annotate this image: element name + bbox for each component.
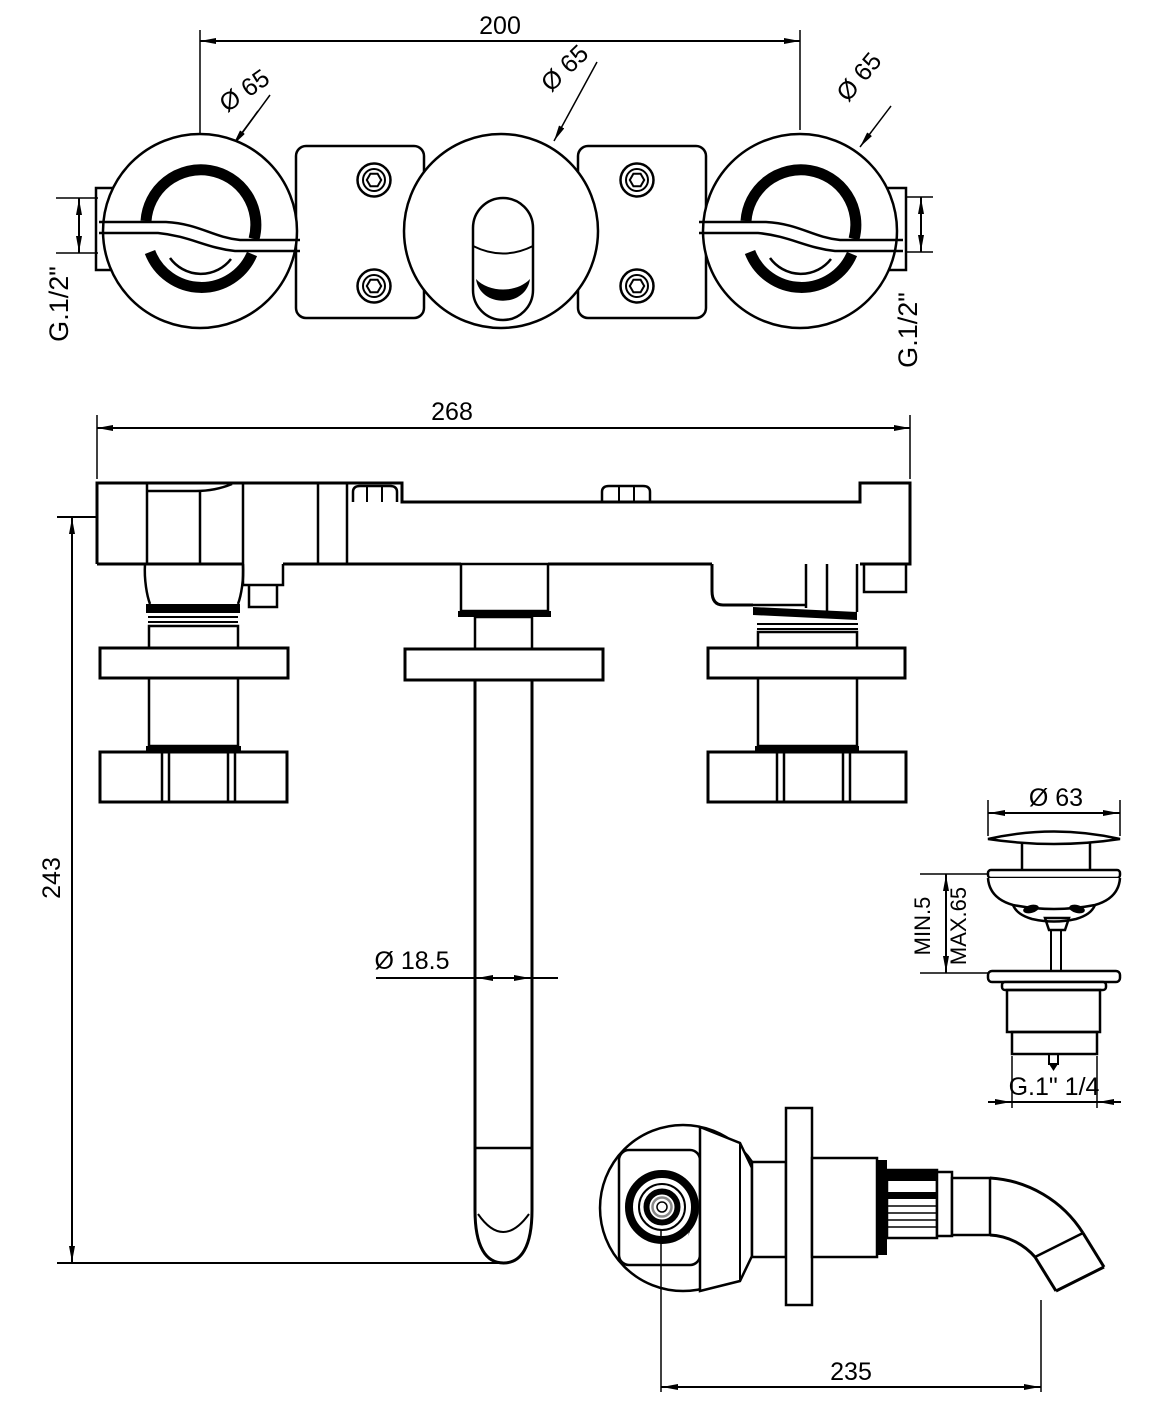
top-view: 200 Ø 65 Ø 65 Ø 65 bbox=[44, 12, 933, 368]
dim-268-label: 268 bbox=[431, 398, 473, 426]
dim-243: 243 bbox=[38, 516, 503, 1264]
valve-top-left bbox=[99, 164, 300, 293]
dia-65-right-label: Ø 65 bbox=[831, 47, 887, 107]
dim-dia-63: Ø 63 bbox=[987, 784, 1121, 836]
valve-top-right bbox=[699, 164, 903, 293]
thread-right-label: G.1/2" bbox=[893, 292, 923, 368]
dim-243-label: 243 bbox=[38, 857, 66, 899]
dim-g12-left: G.1/2" bbox=[44, 197, 98, 342]
dia-65-leader-left: Ø 65 bbox=[214, 64, 275, 146]
dia-65-leader-right: Ø 65 bbox=[831, 47, 892, 148]
dim-g114-label: G.1" 1/4 bbox=[1009, 1073, 1100, 1101]
dim-spout-dia-label: Ø 18.5 bbox=[374, 947, 449, 975]
screw-icon bbox=[619, 162, 655, 198]
screw-icon bbox=[619, 268, 655, 304]
spout-top bbox=[471, 196, 535, 322]
dim-spout-diameter: Ø 18.5 bbox=[374, 947, 558, 981]
wall-plate-side bbox=[784, 1106, 814, 1307]
thread-left-label: G.1/2" bbox=[44, 266, 74, 342]
escutcheon-left bbox=[101, 132, 299, 330]
spout-coupling-side bbox=[885, 1168, 992, 1240]
waste-detail: Ø 63 MIN.5 MAX.65 bbox=[910, 784, 1122, 1108]
dim-268: 268 bbox=[96, 398, 911, 479]
spout-front bbox=[403, 562, 605, 1265]
dim-max-label: MAX.65 bbox=[946, 887, 971, 965]
dim-200-label: 200 bbox=[479, 12, 521, 40]
waste-plug bbox=[986, 830, 1122, 1071]
mixer-body bbox=[95, 481, 912, 609]
spout-side bbox=[989, 1176, 1106, 1293]
valve-front-right bbox=[706, 564, 908, 804]
dim-dia63-label: Ø 63 bbox=[1029, 784, 1083, 812]
front-view: 268 bbox=[38, 398, 912, 1265]
screw-icon bbox=[356, 268, 392, 304]
hex-screw-front-left bbox=[351, 484, 399, 502]
dia-65-center-label: Ø 65 bbox=[536, 40, 594, 98]
hex-screw-front-right bbox=[600, 484, 652, 502]
valve-front-left bbox=[98, 563, 290, 804]
knob-rings-side bbox=[625, 1170, 699, 1244]
bracket-screws bbox=[356, 162, 655, 304]
dim-g12-right: G.1/2" bbox=[893, 196, 933, 368]
dim-235: 235 bbox=[660, 1230, 1042, 1392]
dim-200: 200 bbox=[199, 12, 801, 133]
dim-min-label: MIN.5 bbox=[910, 897, 935, 956]
dim-235-label: 235 bbox=[830, 1358, 872, 1386]
dim-min-max: MIN.5 MAX.65 bbox=[910, 873, 988, 974]
screw-icon bbox=[356, 162, 392, 198]
side-view: 235 bbox=[598, 1106, 1106, 1392]
dia-65-leader-center: Ø 65 bbox=[536, 40, 598, 142]
dia-65-left-label: Ø 65 bbox=[214, 64, 274, 118]
dim-g114: G.1" 1/4 bbox=[988, 1056, 1121, 1108]
escutcheon-right bbox=[701, 132, 899, 330]
